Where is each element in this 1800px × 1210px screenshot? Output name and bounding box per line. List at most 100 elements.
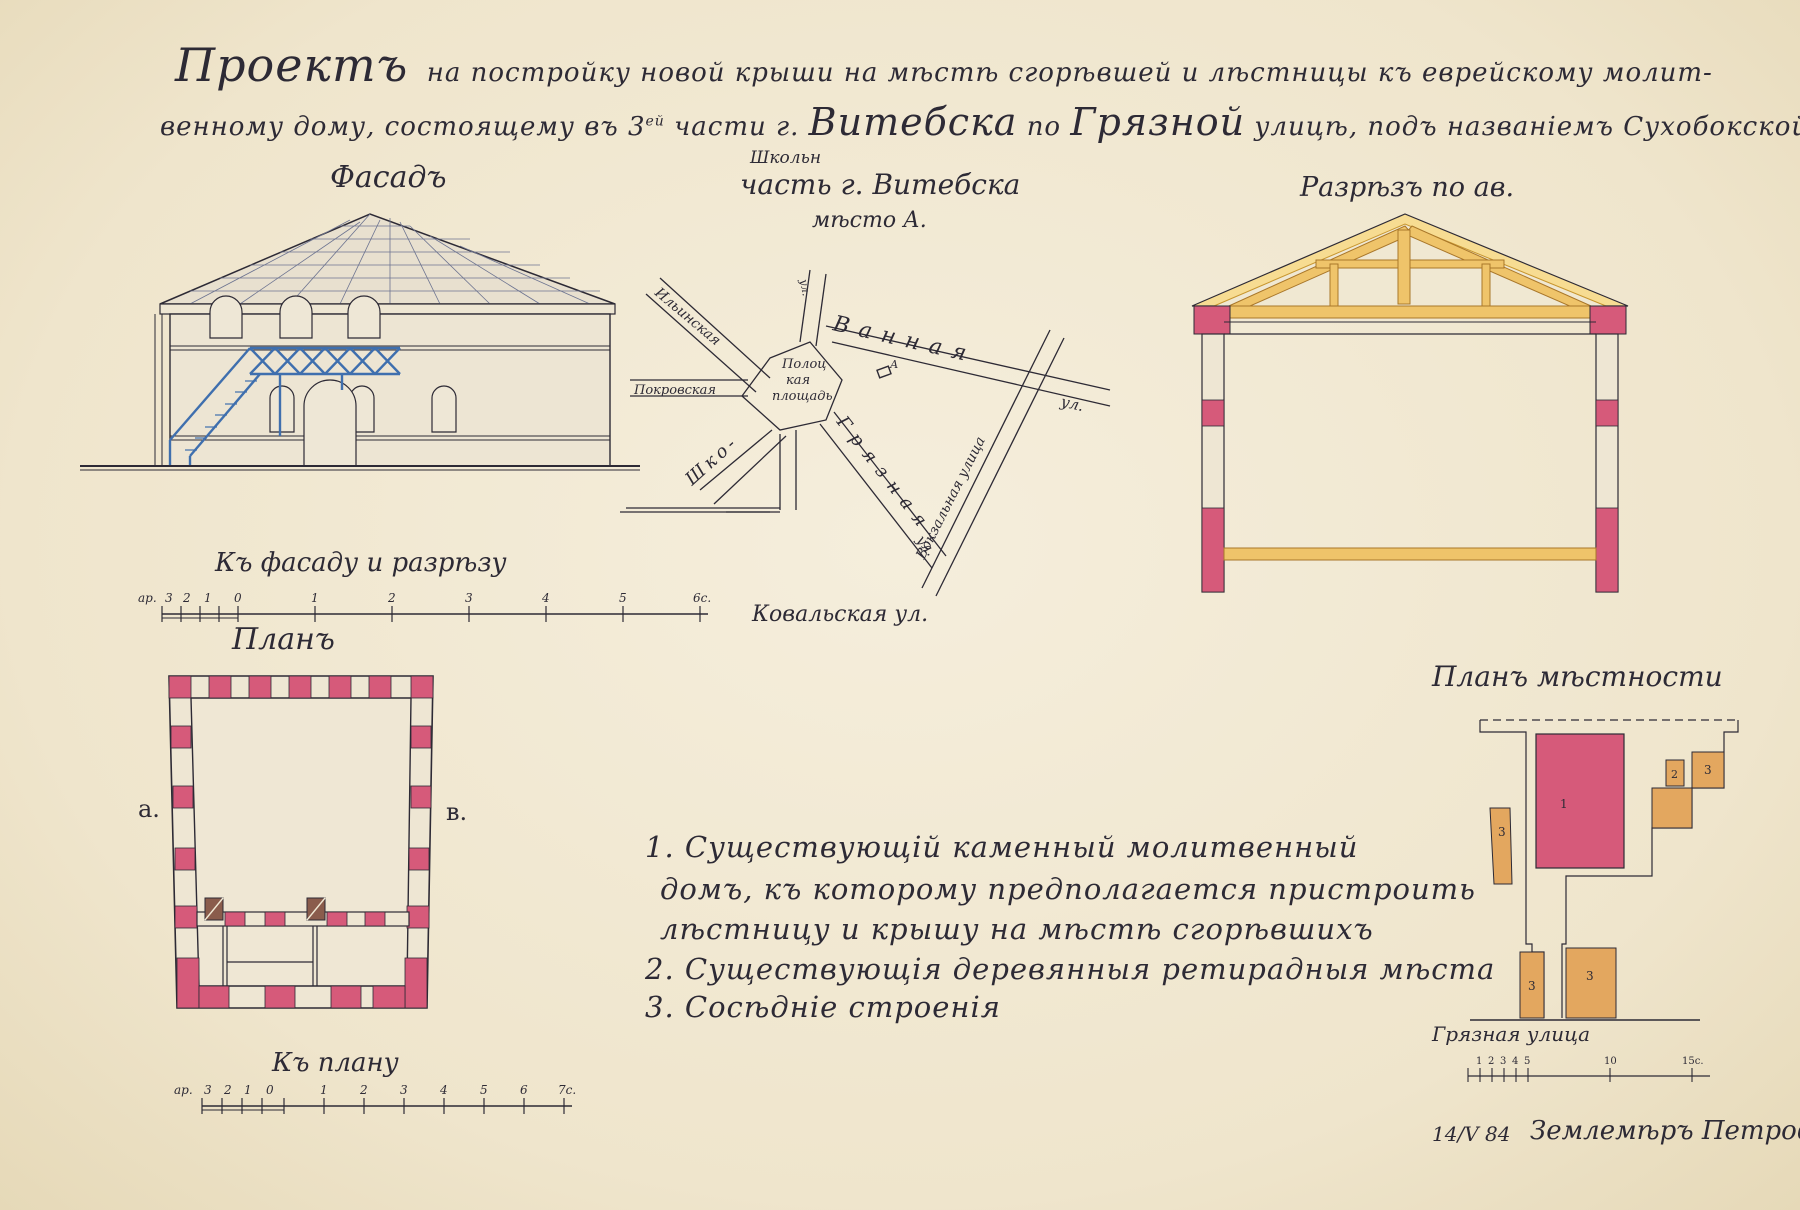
site-number-3a: 3: [1704, 763, 1712, 777]
facade-scale-caption: Къ фасаду и разрѣзу: [215, 548, 507, 578]
facade-scale-bar: ар. 3 2 1 0 1 2 3 4 5 6с.: [138, 591, 711, 622]
plan-tick-unit: ар.: [174, 1083, 193, 1097]
facade-tick-4: 4: [541, 591, 550, 605]
legend-line-3: лѣстницу и крышу на мѣстѣ сгорѣвшихъ: [660, 912, 1374, 946]
plan-tick-2: 2: [359, 1083, 368, 1097]
plan-label: Планъ: [232, 622, 335, 657]
site-plan-drawing: 1 2 3 3 3 3: [1470, 719, 1739, 1021]
site-plan-label: Планъ мѣстности: [1432, 660, 1723, 693]
legend-line-4: 2. Существующія деревянныя ретирадныя мѣ…: [645, 952, 1496, 986]
lower-windows: [269, 379, 457, 467]
facade-tick-unit: ар.: [138, 591, 157, 605]
site-number-2: 2: [1671, 768, 1678, 781]
street-vokzalnaya: Вокзальная улица: [913, 434, 989, 562]
facade-tick-5: 5: [619, 591, 627, 605]
facade-wall: [169, 313, 611, 467]
site-tick-15: 15с.: [1682, 1056, 1704, 1067]
street-kovalskaya: Ковальская ул.: [752, 602, 929, 627]
site-number-3d: 3: [1586, 969, 1594, 983]
map-label-2: мѣсто А.: [812, 208, 927, 233]
plan-inner-piers: [224, 911, 386, 927]
square-label-1: Полоц: [781, 357, 826, 372]
street-vannaya-ul: ул.: [1058, 392, 1085, 415]
title-first-word: Проектъ: [175, 38, 409, 92]
street-ilyinskaya: Ильинская: [651, 284, 724, 349]
title-line-1: Проектъ на постройку новой крыши на мѣст…: [175, 38, 1713, 92]
roof-trusses: [1218, 225, 1602, 319]
site-number-3b: 3: [1498, 825, 1506, 839]
facade-tick-3: 3: [465, 591, 473, 605]
plan-tick-4: 4: [439, 1083, 448, 1097]
facade-drawing: [80, 213, 640, 471]
blue-staircase: [168, 346, 401, 466]
section-drawing: [1191, 213, 1629, 593]
title-line-2-b: части г.: [674, 112, 800, 142]
section-wall-bricks: [1201, 399, 1619, 593]
legend-line-1: 1. Существующій каменный молитвенный: [645, 830, 1359, 864]
signature-date: 14/V 84: [1432, 1122, 1511, 1146]
site-number-3c: 3: [1528, 979, 1536, 993]
site-tick-10: 10: [1604, 1056, 1617, 1067]
title-line-2: венному дому, состоящему въ 3ей части г.…: [160, 100, 1800, 144]
legend-line-2: домъ, къ которому предполагается пристро…: [660, 872, 1476, 906]
map-lower-streets: [620, 490, 910, 512]
plan-tick-5: 5: [480, 1083, 488, 1097]
plan-scale-caption: Къ плану: [272, 1048, 399, 1078]
plan-tick-1: 1: [320, 1083, 328, 1097]
facade-roof: [159, 213, 616, 305]
upper-windows: [209, 295, 381, 339]
title-line-2-c: по: [1026, 112, 1062, 142]
street-short-ul: ул.: [797, 277, 813, 297]
site-tick-2: 2: [1488, 1056, 1494, 1067]
plan-scale-bar: ар. 3 2 1 0 1 2 3 4 5 6 7с.: [174, 1083, 576, 1114]
street-vannaya: Ванная: [830, 311, 979, 368]
location-map: А Ильинская Покровская Полоц кая площадь…: [620, 269, 1111, 597]
title-line-2-sup: ей: [645, 113, 665, 130]
plan-tick-6: 6: [520, 1083, 528, 1097]
street-gryaznaya: Грязная: [831, 411, 936, 537]
plan-letter-b: в.: [446, 798, 468, 826]
map-label-top: Школьн: [750, 148, 822, 168]
site-tick-3: 3: [1500, 1056, 1506, 1067]
square-label-2: кая: [786, 373, 810, 388]
street-pokrovskaya: Покровская: [633, 383, 716, 398]
street-shkolnaya: Шко-: [681, 431, 744, 490]
section-floor-beam: [1223, 547, 1597, 561]
plan-partitions: [222, 926, 318, 986]
stair-steps: [185, 380, 257, 451]
facade-tick-0: 0: [234, 591, 242, 605]
plan-tick-7: 7с.: [558, 1083, 576, 1097]
facade-tick-3l: 3: [165, 591, 173, 605]
site-outhouse: [1665, 759, 1685, 787]
title-line-1-rest: на постройку новой крыши на мѣстѣ сгорѣв…: [426, 58, 1713, 88]
map-lit-label: А: [889, 358, 898, 371]
site-tick-4: 4: [1512, 1056, 1518, 1067]
plan-wall-piers: [168, 675, 434, 1009]
title-line-2-a: венному дому, состоящему въ 3: [160, 112, 646, 142]
plan-tick-3: 3: [400, 1083, 408, 1097]
site-scale-bar: 1 2 3 4 5 10 15с.: [1467, 1056, 1710, 1082]
plan-drawing: [168, 675, 434, 1009]
facade-tick-1l: 1: [204, 591, 212, 605]
site-tick-1: 1: [1476, 1056, 1482, 1067]
legend-line-5: 3. Сосѣдніе строенія: [645, 990, 1002, 1024]
map-label-1: часть г. Витебска: [740, 168, 1021, 201]
site-number-1: 1: [1560, 797, 1568, 811]
facade-label: Фасадъ: [330, 160, 447, 195]
signature-name: Землемѣръ Петровъ: [1530, 1116, 1800, 1146]
site-tick-5: 5: [1524, 1056, 1530, 1067]
facade-tick-6: 6с.: [693, 591, 711, 605]
title-line-2-d: улицѣ, подъ названіемъ Сухобокской: [1254, 112, 1800, 142]
facade-tick-1: 1: [311, 591, 319, 605]
title-street: Грязной: [1070, 100, 1246, 144]
site-main-building: [1535, 733, 1625, 869]
plan-tick-0: 0: [266, 1083, 274, 1097]
roof-tiles: [189, 213, 600, 305]
facade-tick-2: 2: [387, 591, 396, 605]
site-street-label: Грязная улица: [1432, 1022, 1590, 1046]
plan-tick-2l: 2: [223, 1083, 232, 1097]
facade-tick-2l: 2: [182, 591, 191, 605]
plan-tick-1l: 1: [244, 1083, 252, 1097]
section-label: Разрѣзъ по ав.: [1300, 172, 1515, 203]
